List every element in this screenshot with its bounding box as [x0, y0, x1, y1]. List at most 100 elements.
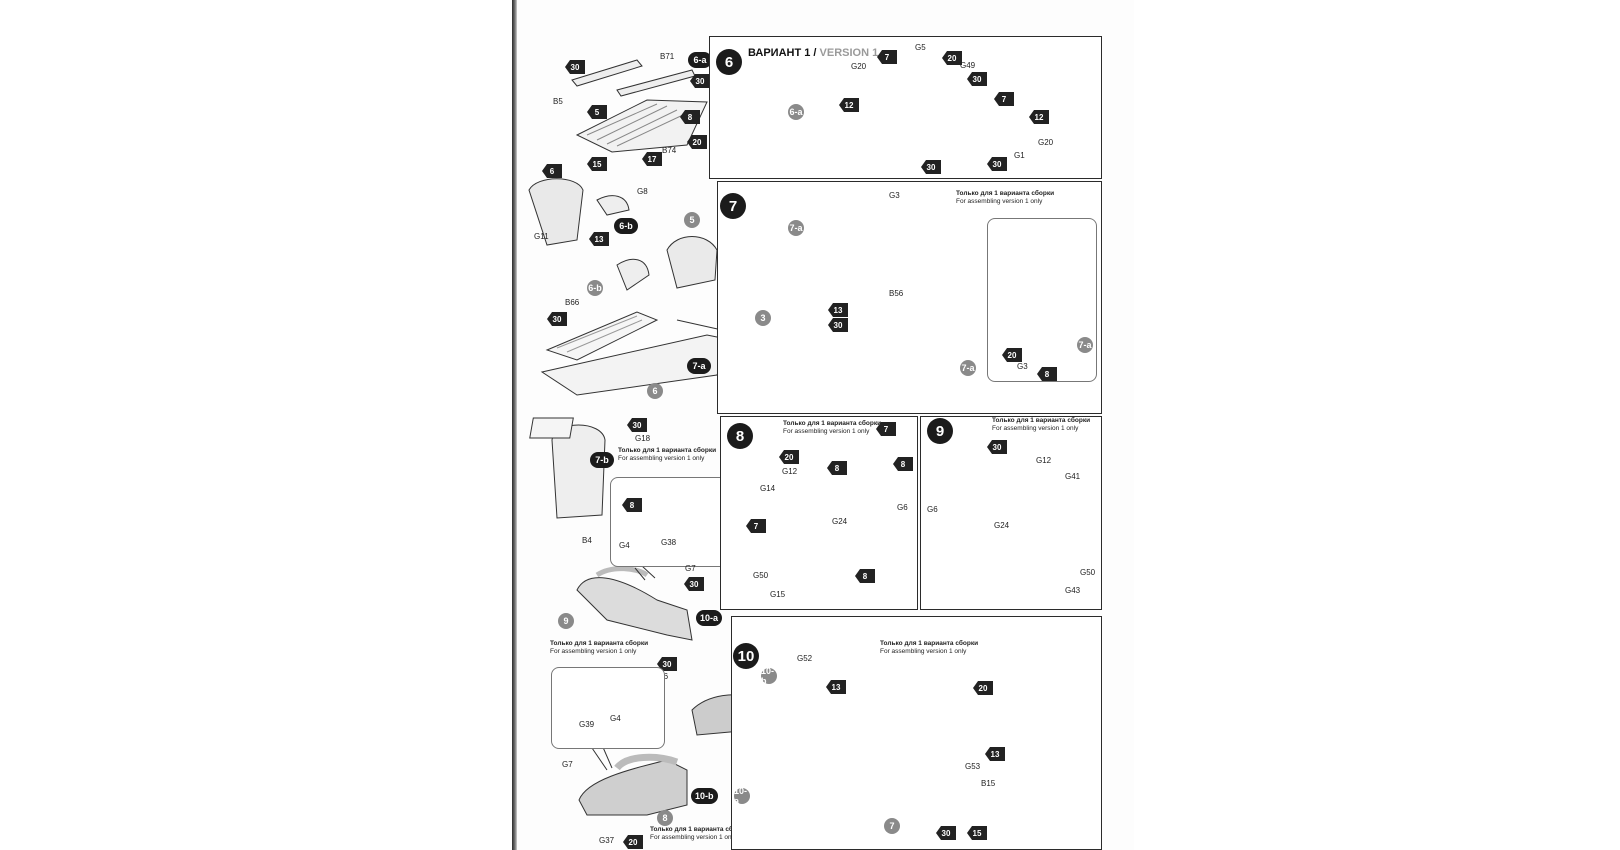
part-label: G24 [994, 521, 1010, 530]
paint-ref-star: 13 [828, 303, 848, 317]
part-label: G3 [1017, 362, 1028, 371]
paint-ref-star: 8 [680, 110, 700, 124]
paint-ref-star: 12 [1029, 110, 1049, 124]
detail-callout-box [551, 667, 665, 749]
step-number-badge: 7 [720, 193, 746, 219]
subassembly-ref-badge: 6-a [788, 104, 804, 120]
paint-ref-star: 30 [627, 418, 647, 432]
part-label: G14 [760, 484, 776, 493]
part-label: B74 [662, 146, 677, 155]
paint-ref-star: 8 [893, 457, 913, 471]
paint-ref-star: 20 [687, 135, 707, 149]
part-label: G49 [960, 61, 976, 70]
part-label: G24 [832, 517, 848, 526]
step-ref-badge: 8 [657, 810, 673, 826]
part-label: G20 [1038, 138, 1054, 147]
subassembly-badge-10b: 10-b [691, 788, 718, 804]
paint-ref-star: 30 [921, 160, 941, 174]
part-label: B5 [553, 97, 563, 106]
subassembly-ref-badge: 7-a [1077, 337, 1093, 353]
paint-ref-star: 30 [828, 318, 848, 332]
paint-ref-star: 8 [1037, 367, 1057, 381]
paint-ref-star: 20 [973, 681, 993, 695]
part-label: G12 [1036, 456, 1052, 465]
paint-ref-star: 13 [589, 232, 609, 246]
paint-ref-star: 13 [826, 680, 846, 694]
part-label: G4 [610, 714, 621, 723]
paint-ref-star: 30 [936, 826, 956, 840]
part-label: G37 [599, 836, 615, 845]
subassembly-ref-badge: 10-b [761, 666, 777, 686]
paint-ref-star: 6 [542, 164, 562, 178]
paint-ref-star: 5 [587, 105, 607, 119]
step-number-badge: 6 [716, 49, 742, 75]
part-label: G8 [637, 187, 648, 196]
paint-ref-star: 7 [746, 519, 766, 533]
paint-ref-star: 13 [985, 747, 1005, 761]
step-ref-badge: 5 [684, 212, 700, 228]
part-label: G53 [965, 762, 981, 771]
paint-ref-star: 8 [855, 569, 875, 583]
step-8-panel [720, 416, 918, 610]
part-label: B56 [889, 289, 904, 298]
subassembly-badge-7a: 7-a [687, 358, 711, 374]
paint-ref-star: 15 [967, 826, 987, 840]
paint-ref-star: 7 [877, 50, 897, 64]
step-10-panel [731, 616, 1102, 850]
step-9-panel [920, 416, 1102, 610]
part-label: B15 [981, 779, 996, 788]
paint-ref-star: 30 [657, 657, 677, 671]
subassembly-badge-6a: 6-a [688, 52, 712, 68]
part-label: G3 [889, 191, 900, 200]
part-label: G43 [1065, 586, 1081, 595]
part-label: G41 [1065, 472, 1081, 481]
paint-ref-star: 8 [622, 498, 642, 512]
detail-callout-box [987, 218, 1097, 382]
part-drawing-bulkhead [551, 424, 606, 519]
detail-callout-box [610, 477, 734, 567]
subassembly-badge-7b: 7-b [590, 452, 614, 468]
part-label: G15 [770, 590, 786, 599]
part-drawing-engine [666, 236, 718, 289]
paint-ref-star: 30 [547, 312, 567, 326]
part-label: B66 [565, 298, 580, 307]
step-6-title: ВАРИАНТ 1 / VERSION 1 [748, 47, 879, 59]
paint-ref-star: 7 [994, 92, 1014, 106]
paint-ref-star: 30 [987, 157, 1007, 171]
step-ref-badge: 3 [755, 310, 771, 326]
paint-ref-star: 12 [839, 98, 859, 112]
part-label: G5 [915, 43, 926, 52]
subassembly-ref-badge: 10-a [734, 786, 750, 806]
part-drawing-exhaust [576, 577, 693, 641]
paint-ref-star: 30 [565, 60, 585, 74]
paint-ref-star: 15 [587, 157, 607, 171]
paint-ref-star: 20 [779, 450, 799, 464]
step-6-panel [709, 36, 1102, 179]
part-label: G18 [635, 434, 651, 443]
instruction-page: 30 B71 6-a 30 B5 5 8 20 B74 15 17 6 G8 6… [517, 0, 1134, 850]
paint-ref-star: 30 [987, 440, 1007, 454]
part-label: G50 [753, 571, 769, 580]
part-label: G7 [685, 564, 696, 573]
part-drawing-exhaust-2 [578, 759, 688, 816]
subassembly-ref-badge: 6-b [587, 280, 603, 296]
subassembly-ref-badge: 7-a [788, 220, 804, 236]
paint-ref-star: 30 [690, 74, 710, 88]
step-ref-badge: 9 [558, 613, 574, 629]
subassembly-badge-10a: 10-a [696, 610, 723, 626]
scan-edge [512, 0, 517, 850]
part-label: G11 [534, 232, 549, 241]
paint-ref-star: 8 [827, 461, 847, 475]
subassembly-badge-6b: 6-b [614, 218, 638, 234]
part-label: G38 [661, 538, 677, 547]
paint-ref-star: 20 [623, 835, 643, 849]
step-number-badge: 8 [727, 423, 753, 449]
part-label: G52 [797, 654, 813, 663]
part-label: G7 [562, 760, 573, 769]
